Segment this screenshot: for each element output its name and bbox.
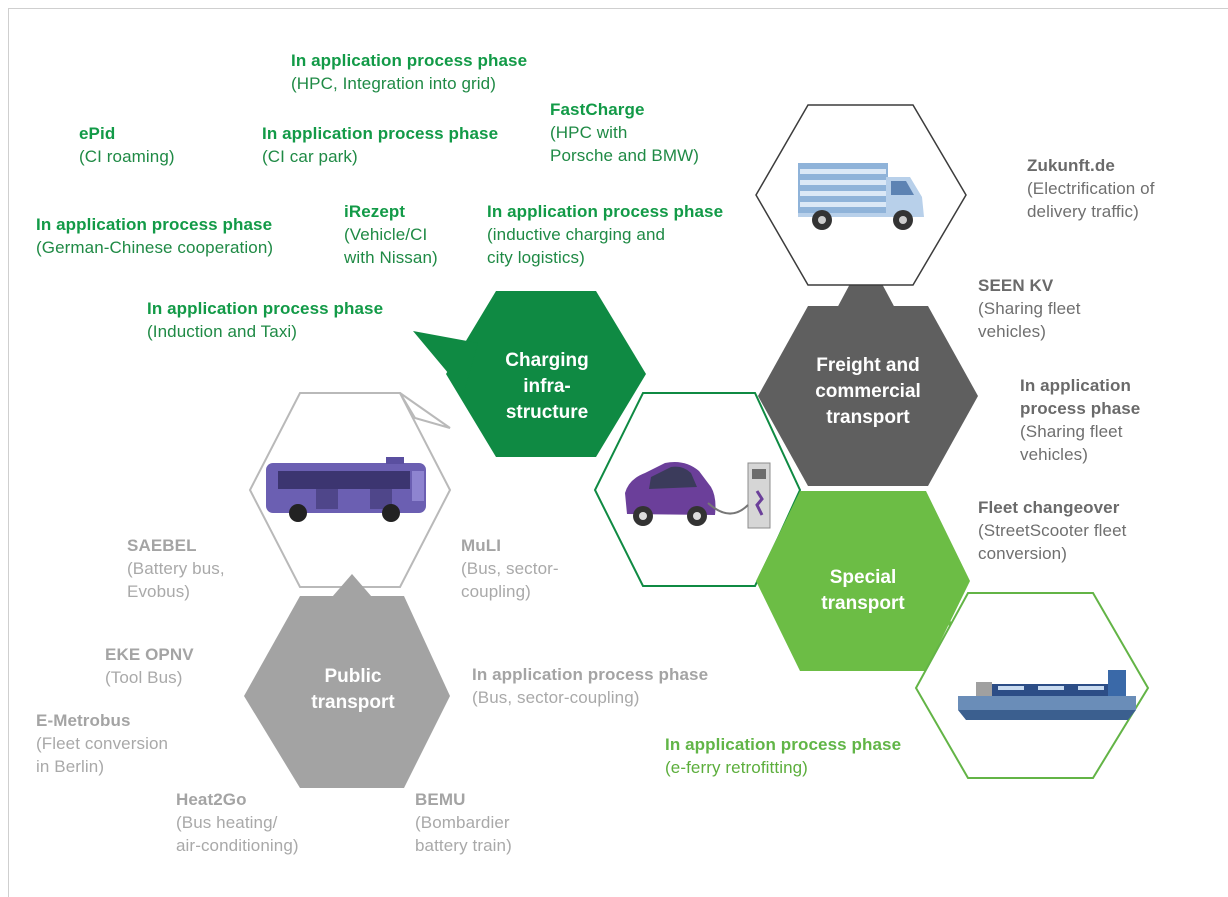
project-desc: (Fleet conversion in Berlin) xyxy=(36,734,169,776)
project-title: In application process phase xyxy=(291,51,528,70)
project-desc: (Bombardier battery train) xyxy=(415,813,512,855)
project-title: MuLI xyxy=(461,536,502,555)
project-title: iRezept xyxy=(344,202,406,221)
project-seen-kv: SEEN KV (Sharing fleet vehicles) xyxy=(978,274,1081,343)
project-title: FastCharge xyxy=(550,100,645,119)
project-desc: (Electrification of delivery traffic) xyxy=(1027,179,1155,221)
hex-public xyxy=(244,596,450,788)
project-desc: (Bus heating/ air-conditioning) xyxy=(176,813,299,855)
project-induction-taxi: In application process phase (Induction … xyxy=(147,297,383,343)
hex-charging-pointer xyxy=(413,331,478,392)
project-epid: ePid (CI roaming) xyxy=(79,122,175,168)
ferry-icon xyxy=(958,670,1136,720)
project-title: In application process phase xyxy=(147,299,384,318)
project-eke-opnv: EKE OPNV (Tool Bus) xyxy=(105,643,194,689)
project-irezept: iRezept (Vehicle/CI with Nissan) xyxy=(344,200,438,269)
project-desc: (Battery bus, Evobus) xyxy=(127,559,225,601)
project-desc: (CI roaming) xyxy=(79,147,175,166)
project-title: In application process phase xyxy=(36,215,273,234)
project-desc: (Bus, sector-coupling) xyxy=(472,688,640,707)
diagram-frame: Charging infra- structure Freight and co… xyxy=(8,8,1228,897)
hex-label-freight: Freight and commercial transport xyxy=(815,355,921,428)
project-desc: (Sharing fleet vehicles) xyxy=(978,299,1081,341)
project-desc: (Tool Bus) xyxy=(105,668,183,687)
project-heat2go: Heat2Go (Bus heating/ air-conditioning) xyxy=(176,788,299,857)
project-title: Fleet changeover xyxy=(978,498,1120,517)
project-inductive-logistics: In application process phase (inductive … xyxy=(487,200,723,269)
project-desc: (Sharing fleet vehicles) xyxy=(1020,422,1123,464)
charging-station-icon xyxy=(707,462,771,529)
project-fastcharge: FastCharge (HPC with Porsche and BMW) xyxy=(550,98,699,167)
project-title: ePid xyxy=(79,124,116,143)
project-desc: (Vehicle/CI with Nissan) xyxy=(344,225,438,267)
hex-label-public: Public transport xyxy=(311,666,395,713)
project-desc: (Bus, sector- coupling) xyxy=(461,559,559,601)
project-bus-sector-coupling: In application process phase (Bus, secto… xyxy=(472,663,708,709)
project-desc: (e-ferry retrofitting) xyxy=(665,758,808,777)
project-desc: (StreetScooter fleet conversion) xyxy=(978,521,1127,563)
hex-freight xyxy=(758,306,978,486)
project-title: In application process phase xyxy=(472,665,709,684)
hex-special xyxy=(756,491,970,671)
project-desc: (HPC, Integration into grid) xyxy=(291,74,496,93)
hex-label-special: Special transport xyxy=(821,567,905,614)
project-ci-car-park: In application process phase (CI car par… xyxy=(262,122,498,168)
project-hpc-grid: In application process phase (HPC, Integ… xyxy=(291,49,527,95)
project-desc: (HPC with Porsche and BMW) xyxy=(550,123,699,165)
project-title: SEEN KV xyxy=(978,276,1054,295)
project-e-metrobus: E-Metrobus (Fleet conversion in Berlin) xyxy=(36,709,168,778)
bus-icon xyxy=(266,457,426,522)
project-title: In application process phase xyxy=(487,202,724,221)
hex-label-charging: Charging infra- structure xyxy=(505,350,589,423)
project-title: E-Metrobus xyxy=(36,711,131,730)
hex-bus-tab xyxy=(399,392,451,429)
hex-public-pointer xyxy=(326,574,378,604)
project-muli: MuLI (Bus, sector- coupling) xyxy=(461,534,559,603)
project-saebel: SAEBEL (Battery bus, Evobus) xyxy=(127,534,225,603)
project-title: Zukunft.de xyxy=(1027,156,1115,175)
project-german-chinese: In application process phase (German-Chi… xyxy=(36,213,273,259)
project-title: In application process phase xyxy=(665,735,902,754)
project-desc: (Induction and Taxi) xyxy=(147,322,298,341)
project-desc: (German-Chinese cooperation) xyxy=(36,238,274,257)
project-title: BEMU xyxy=(415,790,466,809)
project-e-ferry: In application process phase (e-ferry re… xyxy=(665,733,901,779)
truck-icon xyxy=(798,163,924,230)
project-title: In application process phase xyxy=(262,124,499,143)
project-zukunft: Zukunft.de (Electrification of delivery … xyxy=(1027,154,1155,223)
project-desc: (CI car park) xyxy=(262,147,358,166)
project-title: EKE OPNV xyxy=(105,645,194,664)
project-fleet-changeover: Fleet changeover (StreetScooter fleet co… xyxy=(978,496,1126,565)
project-bemu: BEMU (Bombardier battery train) xyxy=(415,788,512,857)
project-desc: (inductive charging and city logistics) xyxy=(487,225,666,267)
project-title: Heat2Go xyxy=(176,790,247,809)
project-sharing-fleet: In application process phase (Sharing fl… xyxy=(1020,374,1140,466)
project-title: SAEBEL xyxy=(127,536,197,555)
hexagon-diagram xyxy=(8,8,1228,897)
electric-car-icon xyxy=(625,462,716,526)
hex-charging xyxy=(446,291,646,457)
project-title: In application process phase xyxy=(1020,376,1141,418)
